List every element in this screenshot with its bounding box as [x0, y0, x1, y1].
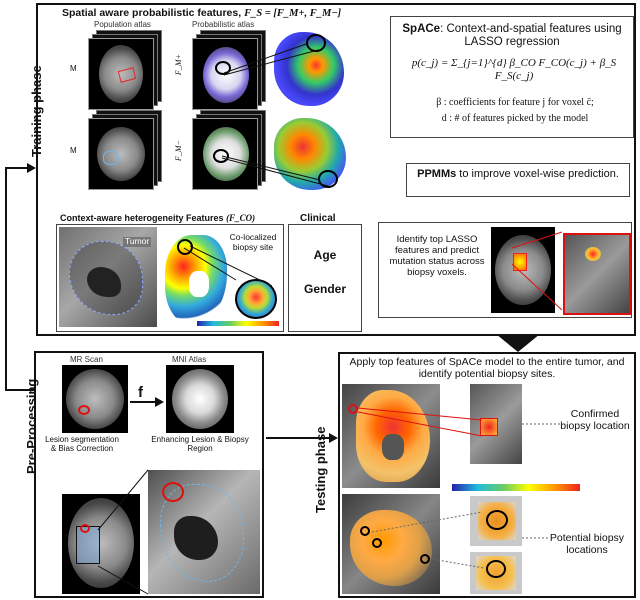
- potential-biopsy-label: Potential biopsy locations: [542, 532, 632, 556]
